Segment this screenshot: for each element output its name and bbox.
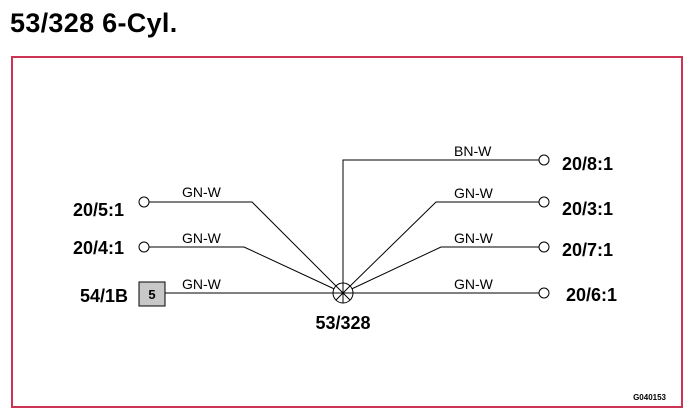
wire-right-2 (342, 201, 539, 294)
connector-box (138, 281, 166, 307)
splice-icon (332, 282, 354, 304)
terminal-label-left-3: 54/1B (80, 286, 128, 306)
terminal-circle-right-2 (538, 196, 550, 208)
wire-left-1 (149, 201, 344, 294)
terminal-label-right-3: 20/7:1 (562, 240, 613, 260)
wire-label-right-1: BN-W (454, 143, 492, 159)
page-title: 53/328 6-Cyl. (10, 8, 178, 38)
terminal-circle-left-2 (138, 241, 150, 253)
right-wires (342, 159, 539, 294)
terminal-circle-right-3 (538, 241, 550, 253)
terminal-circles (138, 154, 550, 299)
terminal-label-left-2: 20/4:1 (73, 238, 124, 258)
terminal-circle-left-1 (138, 196, 150, 208)
terminal-label-right-2: 20/3:1 (562, 199, 613, 219)
wire-label-left-2: GN-W (182, 230, 222, 246)
terminal-label-left-1: 20/5:1 (73, 200, 124, 220)
terminal-circle-right-4 (538, 287, 550, 299)
wire-label-right-2: GN-W (454, 185, 494, 201)
figure-code: G040153 (633, 393, 666, 402)
wire-label-left-3: GN-W (182, 276, 222, 292)
wire-right-3 (342, 246, 539, 294)
terminal-label-right-1: 20/8:1 (562, 154, 613, 174)
wire-label-left-1: GN-W (182, 184, 222, 200)
terminal-circle-right-1 (538, 154, 550, 166)
wire-label-right-4: GN-W (454, 276, 494, 292)
wire-right-1 (342, 159, 539, 283)
wire-left-2 (149, 246, 344, 294)
terminal-label-right-4: 20/6:1 (566, 285, 617, 305)
splice-label: 53/328 (315, 313, 370, 333)
diagram-frame (11, 56, 683, 408)
left-wires (149, 201, 344, 294)
connector-pin: 5 (148, 287, 155, 302)
wire-label-right-3: GN-W (454, 230, 494, 246)
